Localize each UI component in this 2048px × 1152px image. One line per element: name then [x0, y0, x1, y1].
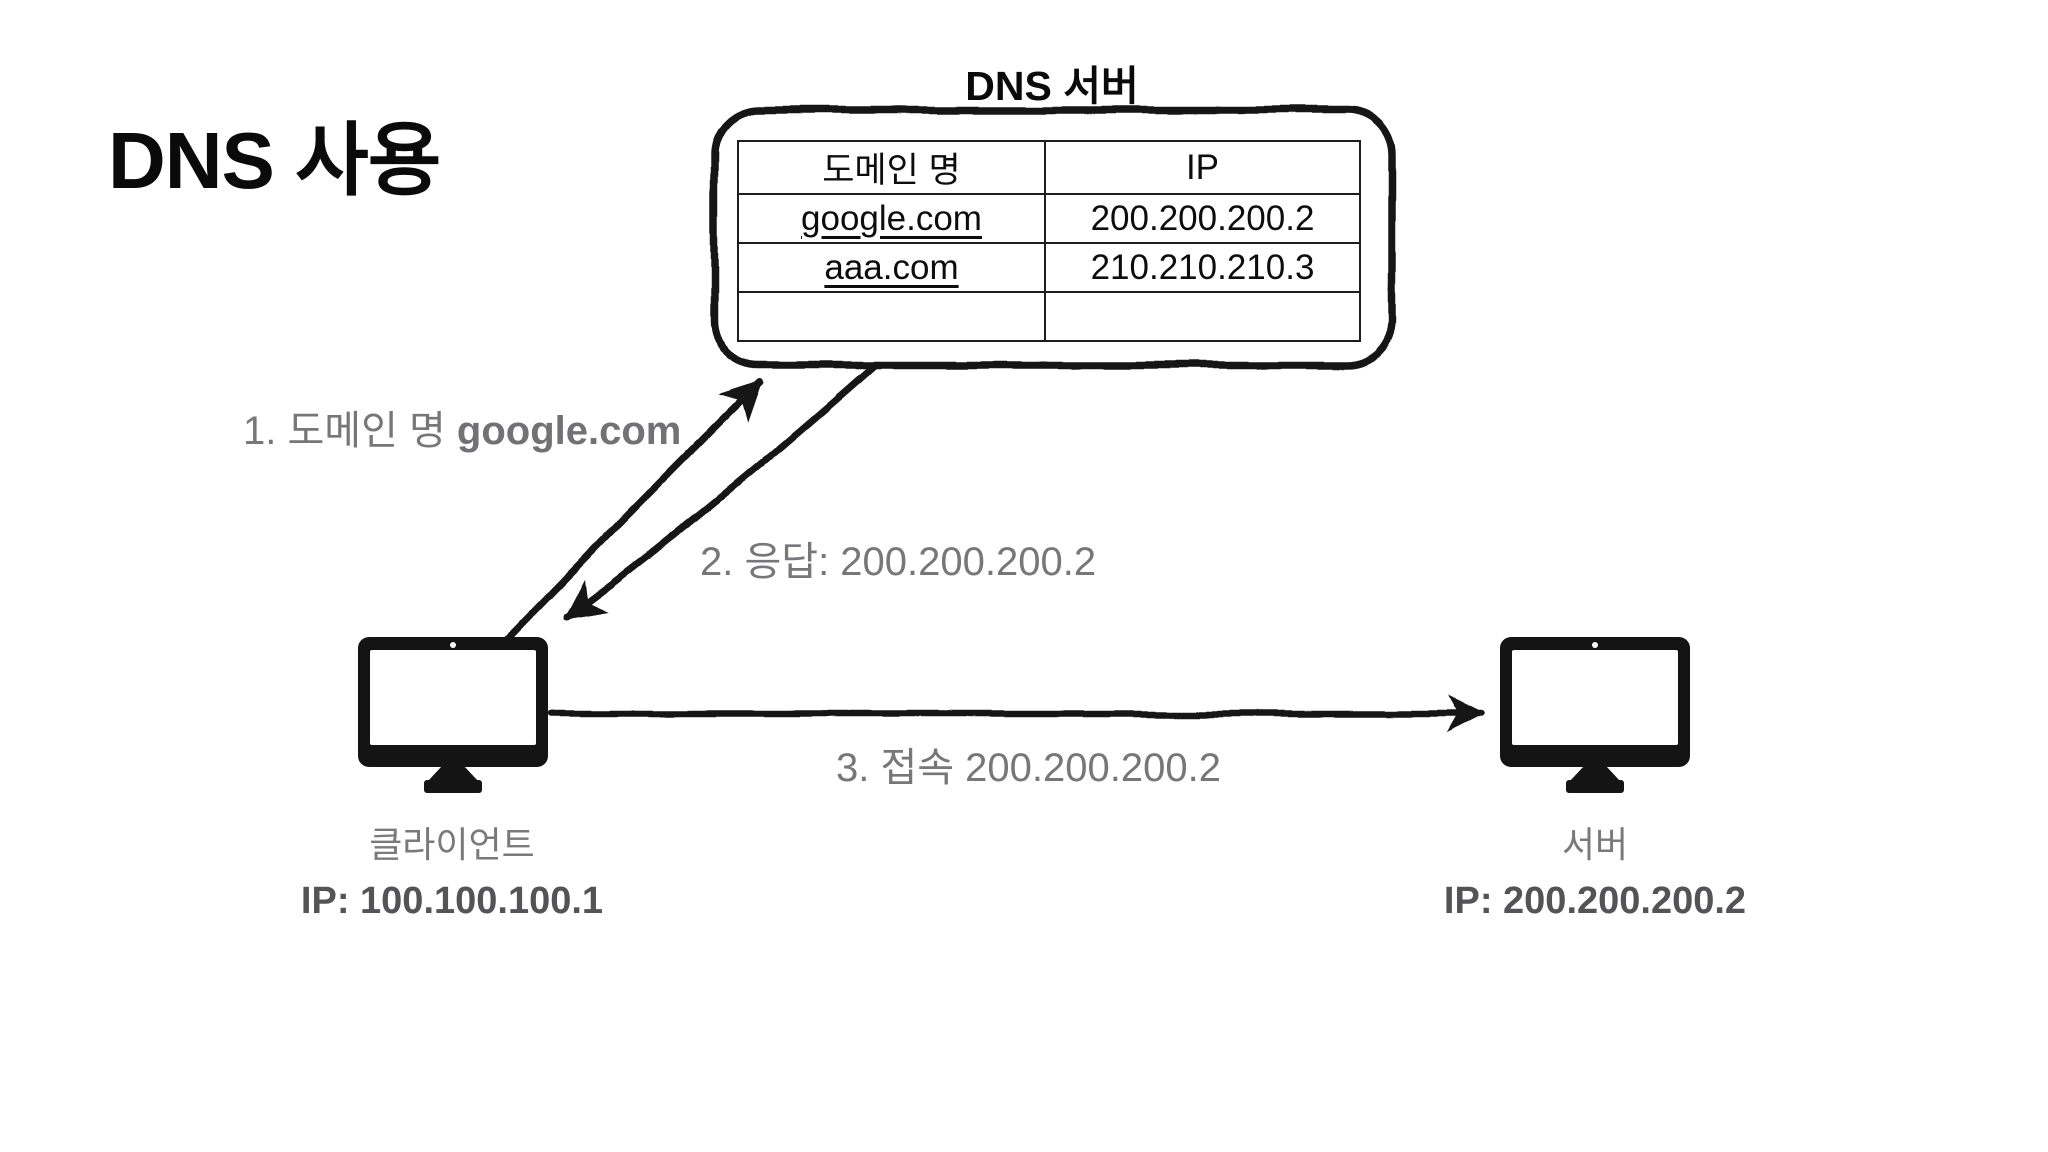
cell-domain-aaa: aaa.com [737, 242, 1046, 293]
monitor-camera-dot [450, 642, 456, 648]
cell-domain-empty [737, 291, 1046, 342]
monitor-stand-base [1566, 780, 1624, 793]
table-row-empty [737, 291, 1361, 342]
monitor-screen [1512, 650, 1678, 745]
table-header-row: 도메인 명 IP [737, 140, 1361, 195]
cell-ip-empty [1044, 291, 1361, 342]
client-monitor-icon [358, 637, 548, 793]
slide-title: DNS 사용 [108, 116, 441, 205]
flow-step1-domain: google.com [456, 409, 682, 453]
response-arrow [562, 362, 878, 622]
cell-ip-google: 200.200.200.2 [1044, 193, 1361, 244]
client-label: 클라이언트 [369, 824, 535, 865]
monitor-stand-neck [1570, 766, 1620, 781]
client-ip-label: IP: 100.100.100.1 [300, 880, 604, 922]
monitor-camera-dot [1592, 642, 1598, 648]
header-domain: 도메인 명 [737, 140, 1046, 195]
server-label: 서버 [1561, 824, 1629, 865]
table-row: google.com 200.200.200.2 [737, 193, 1361, 244]
monitor-screen [370, 650, 536, 745]
flow-step2-label: 2. 응답: 200.200.200.2 [700, 540, 1097, 584]
dns-server-caption: DNS 서버 [965, 63, 1139, 109]
monitor-stand-base [424, 780, 482, 793]
table-row: aaa.com 210.210.210.3 [737, 242, 1361, 293]
request-arrow [502, 378, 764, 644]
cell-ip-aaa: 210.210.210.3 [1044, 242, 1361, 293]
header-ip: IP [1044, 140, 1361, 195]
dns-lookup-table: 도메인 명 IP google.com 200.200.200.2 aaa.co… [737, 140, 1361, 342]
server-monitor-icon [1500, 637, 1690, 793]
cell-domain-google: google.com [737, 193, 1046, 244]
server-ip-label: IP: 200.200.200.2 [1443, 880, 1747, 922]
monitor-stand-neck [428, 766, 478, 781]
flow-step3-label: 3. 접속 200.200.200.2 [836, 746, 1221, 790]
flow-step1-prefix: 1. 도메인 명 [243, 409, 457, 453]
flow-step1-label: 1. 도메인 명 google.com [243, 398, 681, 456]
